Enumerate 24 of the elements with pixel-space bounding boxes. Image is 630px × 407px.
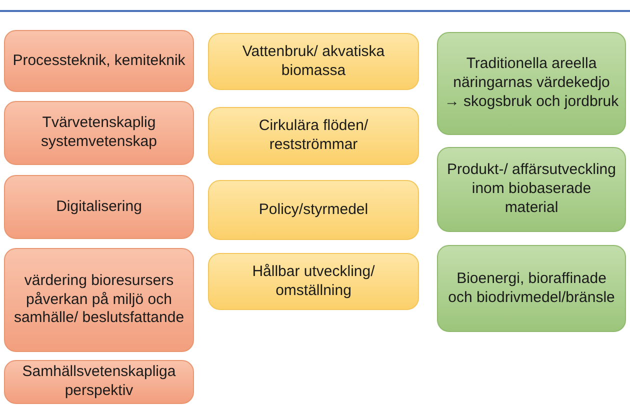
topic-label: Bioenergi, bioraffinade och biodrivmedel/bränsle bbox=[447, 270, 616, 308]
topic-box bbox=[4, 360, 194, 404]
topic-label: Produkt-/ affärsutveckling inom biobaserade material bbox=[446, 161, 617, 218]
topic-label: Hållbar utveckling/ omställning bbox=[251, 262, 376, 300]
topic-box bbox=[208, 180, 419, 240]
topic-box bbox=[437, 147, 626, 232]
topic-box bbox=[208, 107, 419, 165]
topic-box bbox=[437, 32, 626, 135]
topic-label: Samhällsvetenskapliga perspektiv bbox=[21, 363, 177, 401]
topic-label: Policy/styrmedel bbox=[258, 200, 368, 220]
topic-box bbox=[4, 248, 194, 352]
topic-box bbox=[208, 253, 419, 310]
topic-box bbox=[4, 175, 194, 239]
topic-label: värdering bioresursers påverkan på miljö och samhälle/ beslutsfattande bbox=[12, 272, 186, 328]
topic-label: Processteknik, kemiteknik bbox=[12, 52, 186, 70]
topic-label: Tvärvetenskaplig systemvetenskap bbox=[40, 114, 158, 152]
topic-label: Traditionella areella näringarnas värdekedjo → skogsbruk och jordbruk bbox=[444, 55, 619, 112]
topic-label: Vattenbruk/ akvatiska biomassa bbox=[241, 42, 386, 80]
topic-box bbox=[437, 245, 626, 332]
topic-box bbox=[4, 101, 194, 165]
topic-box bbox=[4, 30, 194, 92]
topic-label: Cirkulära flöden/ restströmmar bbox=[258, 117, 370, 155]
topic-label: Digitalisering bbox=[56, 198, 142, 216]
topic-box bbox=[208, 33, 419, 90]
